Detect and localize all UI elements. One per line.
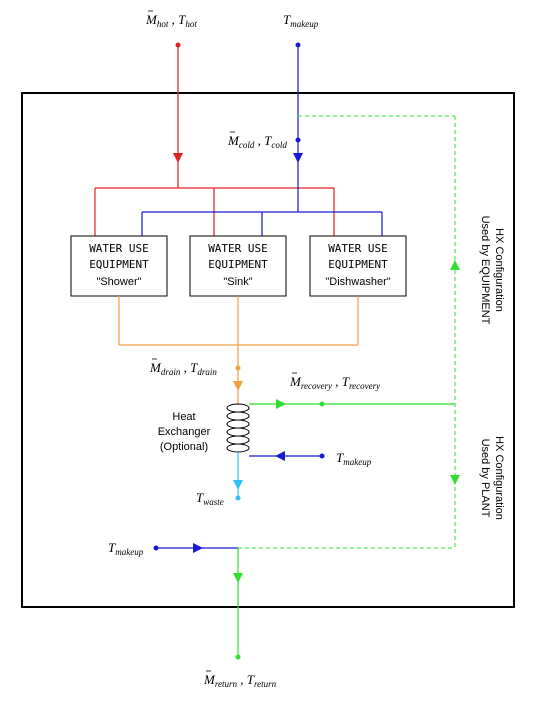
side-plant-line2: HX Configuration bbox=[493, 436, 505, 520]
cold-supply-lines bbox=[141, 45, 383, 236]
t-return-sub: return bbox=[254, 679, 277, 689]
m-drain-sub: drain bbox=[161, 367, 181, 377]
m-hot-symbol: M bbox=[145, 12, 158, 27]
hot-flow-arrow bbox=[173, 153, 183, 163]
bottom-makeup-node bbox=[153, 545, 159, 551]
drain-flow-arrow bbox=[233, 381, 243, 391]
t-cold-sub: cold bbox=[271, 140, 287, 150]
m-return-symbol: M bbox=[203, 672, 216, 687]
hx-line2: Exchanger bbox=[158, 426, 211, 438]
t-recovery-sub: recovery bbox=[349, 381, 380, 391]
drain-lines bbox=[118, 296, 359, 405]
waste-flow-arrow bbox=[233, 480, 243, 490]
t-makeup-bottom-symbol: T bbox=[108, 540, 116, 555]
label-makeup-top: Tmakeup bbox=[283, 12, 319, 29]
t-makeup-hx-symbol: T bbox=[336, 450, 344, 465]
svg-text:Mcold , Tcold: Mcold , Tcold bbox=[227, 133, 287, 150]
waste-node bbox=[235, 495, 241, 501]
t-hot-symbol: T bbox=[178, 12, 186, 27]
dishwasher-line2: EQUIPMENT bbox=[328, 258, 388, 271]
drain-node bbox=[235, 365, 241, 371]
plant-config-arrow bbox=[450, 475, 460, 485]
cold-flow-arrow bbox=[293, 153, 303, 163]
m-hot-sub: hot bbox=[157, 19, 169, 29]
t-waste-sub: waste bbox=[203, 497, 224, 507]
svg-text:Tmakeup: Tmakeup bbox=[283, 12, 319, 29]
t-cold-symbol: T bbox=[264, 133, 272, 148]
recovery-node bbox=[319, 401, 325, 407]
sink-line2: EQUIPMENT bbox=[208, 258, 268, 271]
hx-makeup-arrow bbox=[275, 451, 285, 461]
hx-line1: Heat bbox=[172, 411, 195, 423]
m-drain-symbol: M bbox=[149, 360, 162, 375]
sink-line1: WATER USE bbox=[208, 242, 268, 255]
hot-inlet-node bbox=[175, 42, 181, 48]
side-equipment-line2: HX Configuration bbox=[493, 228, 505, 312]
t-return-symbol: T bbox=[247, 672, 255, 687]
t-makeup-top-symbol: T bbox=[283, 12, 291, 27]
label-makeup-bottom: Tmakeup bbox=[108, 540, 144, 557]
m-recovery-sub: recovery bbox=[301, 381, 332, 391]
shower-line1: WATER USE bbox=[89, 242, 149, 255]
bottom-makeup-arrow bbox=[193, 543, 203, 553]
cold-inlet-node bbox=[295, 42, 301, 48]
t-makeup-top-sub: makeup bbox=[290, 19, 318, 29]
svg-text:Mreturn , Treturn: Mreturn , Treturn bbox=[203, 672, 277, 689]
svg-text:Mdrain , Tdrain: Mdrain , Tdrain bbox=[149, 360, 217, 377]
t-makeup-bottom-sub: makeup bbox=[115, 547, 143, 557]
equipment-shower-box bbox=[70, 235, 168, 297]
hx-makeup-node bbox=[319, 453, 325, 459]
heat-exchanger-coil bbox=[226, 403, 250, 453]
equipment-config-arrow bbox=[450, 260, 460, 270]
t-recovery-symbol: T bbox=[342, 374, 350, 389]
label-makeup-hx: Tmakeup bbox=[336, 450, 372, 467]
return-node bbox=[235, 654, 241, 660]
svg-text:Mrecovery , Trecovery: Mrecovery , Trecovery bbox=[289, 374, 380, 391]
equipment-sink-box bbox=[189, 235, 287, 297]
side-label-plant: Used by PLANT HX Configuration bbox=[479, 436, 505, 520]
equipment-dishwasher-text: WATER USE EQUIPMENT "Dishwasher" bbox=[325, 242, 390, 288]
m-cold-sub: cold bbox=[239, 140, 255, 150]
dishwasher-name: "Dishwasher" bbox=[325, 276, 390, 288]
shower-line2: EQUIPMENT bbox=[89, 258, 149, 271]
equipment-sink-text: WATER USE EQUIPMENT "Sink" bbox=[208, 242, 268, 288]
label-cold: Mcold , Tcold bbox=[227, 131, 287, 150]
t-drain-sub: drain bbox=[197, 367, 217, 377]
m-cold-symbol: M bbox=[227, 133, 240, 148]
cold-mid-node bbox=[295, 137, 301, 143]
t-hot-sub: hot bbox=[185, 19, 197, 29]
label-recovery: Mrecovery , Trecovery bbox=[289, 372, 380, 391]
label-drain: Mdrain , Tdrain bbox=[149, 358, 217, 377]
dishwasher-line1: WATER USE bbox=[328, 242, 388, 255]
boundary-box bbox=[21, 92, 515, 608]
m-recovery-symbol: M bbox=[289, 374, 302, 389]
hx-config-dashed-loop bbox=[238, 115, 456, 549]
label-hot-inlet: Mhot , Thot bbox=[145, 10, 197, 29]
svg-text:Tmakeup: Tmakeup bbox=[108, 540, 144, 557]
label-waste: Twaste bbox=[196, 490, 224, 507]
sink-name: "Sink" bbox=[223, 276, 252, 288]
side-label-equipment: Used by EQUIPMENT HX Configuration bbox=[479, 216, 505, 325]
equipment-shower-text: WATER USE EQUIPMENT "Shower" bbox=[89, 242, 149, 288]
recovery-flow-arrow bbox=[276, 399, 286, 409]
side-plant-line1: Used by PLANT bbox=[479, 439, 491, 518]
m-return-sub: return bbox=[215, 679, 238, 689]
svg-text:Twaste: Twaste bbox=[196, 490, 224, 507]
heat-exchanger-label: Heat Exchanger (Optional) bbox=[158, 411, 211, 453]
shower-name: "Shower" bbox=[96, 276, 141, 288]
side-equipment-line1: Used by EQUIPMENT bbox=[479, 216, 491, 325]
svg-text:Tmakeup: Tmakeup bbox=[336, 450, 372, 467]
t-drain-symbol: T bbox=[190, 360, 198, 375]
hx-line3: (Optional) bbox=[160, 441, 208, 453]
return-flow-arrow bbox=[233, 573, 243, 583]
t-makeup-hx-sub: makeup bbox=[343, 457, 371, 467]
svg-text:Mhot , Thot: Mhot , Thot bbox=[145, 12, 197, 29]
label-return: Mreturn , Treturn bbox=[203, 670, 277, 689]
t-waste-symbol: T bbox=[196, 490, 204, 505]
